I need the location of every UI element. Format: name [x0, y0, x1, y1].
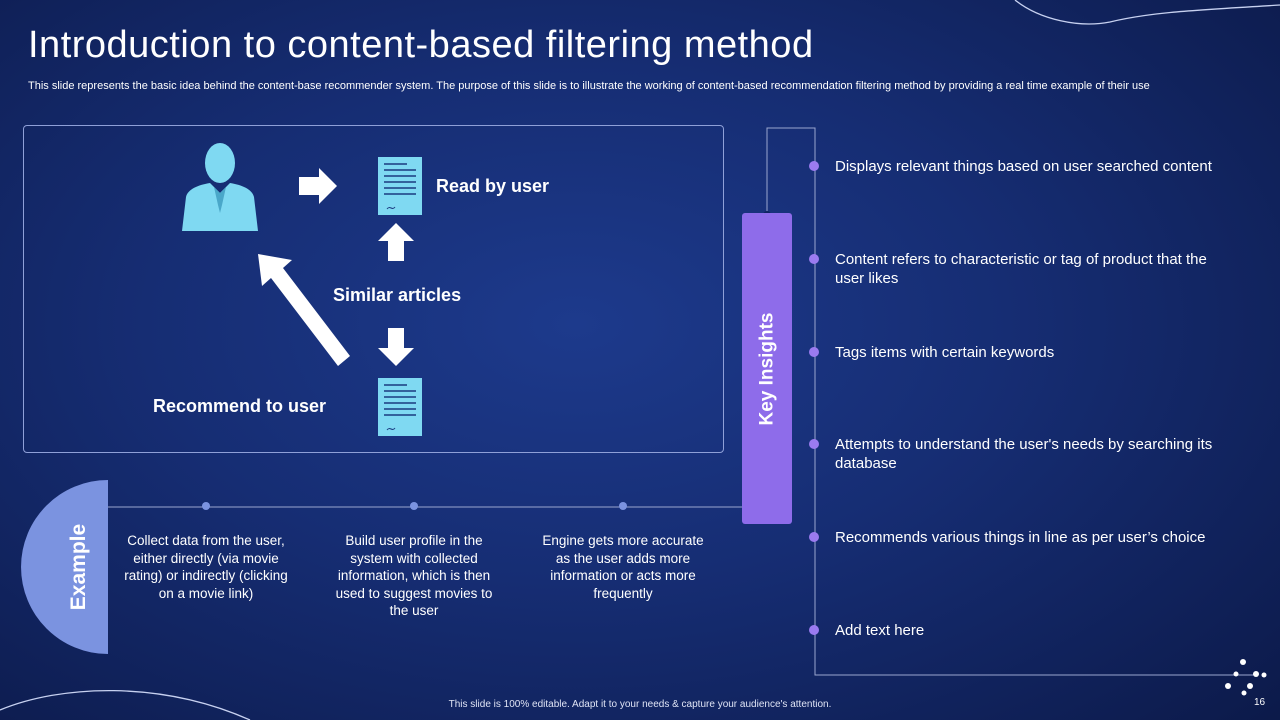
insight-item: Add text here [835, 622, 925, 639]
insight-item: Recommends various things in line as per… [835, 529, 1206, 546]
user-icon [182, 143, 258, 231]
example-step: Build user profile in the system with co… [335, 533, 493, 618]
recommend-to-user-label: Recommend to user [153, 396, 327, 416]
similar-articles-label: Similar articles [333, 285, 462, 305]
document-icon [378, 378, 422, 436]
bullet-dot [809, 161, 819, 171]
decorative-curve-bottom [0, 689, 251, 720]
arrow-down-icon [378, 328, 414, 366]
diagram-box [23, 125, 724, 453]
page-number: 16 [1254, 697, 1266, 708]
key-insights-bar [742, 213, 792, 524]
insight-item: Displays relevant things based on user s… [835, 158, 1212, 175]
example-label: Example [67, 523, 91, 610]
brand-dots-logo [1225, 659, 1267, 696]
decorative-curve-top [1014, 0, 1280, 25]
slide-subtitle: This slide represents the basic idea beh… [28, 80, 1150, 92]
diagonal-arrow-icon [258, 254, 350, 366]
arrow-right-icon [299, 168, 337, 204]
arrow-up-icon [378, 223, 414, 261]
key-insights-label: Key Insights [756, 312, 778, 425]
bullet-dot [809, 625, 819, 635]
insight-item: Content refers to characteristic or tag … [835, 251, 1207, 287]
document-icon [378, 157, 422, 215]
example-step: Collect data from the user, either direc… [124, 533, 288, 601]
example-step: Engine gets more accurate as the user ad… [542, 533, 704, 601]
footer-text: This slide is 100% editable. Adapt it to… [448, 699, 832, 710]
insight-item: Attempts to understand the user's needs … [835, 436, 1213, 472]
example-semicircle [21, 480, 108, 654]
slide-title: Introduction to content-based filtering … [28, 24, 814, 66]
insight-item: Tags items with certain keywords [835, 344, 1055, 361]
bullet-dot [809, 347, 819, 357]
bullet-dot [809, 532, 819, 542]
read-by-user-label: Read by user [436, 176, 550, 196]
bullet-dot [809, 254, 819, 264]
bullet-dot [809, 439, 819, 449]
